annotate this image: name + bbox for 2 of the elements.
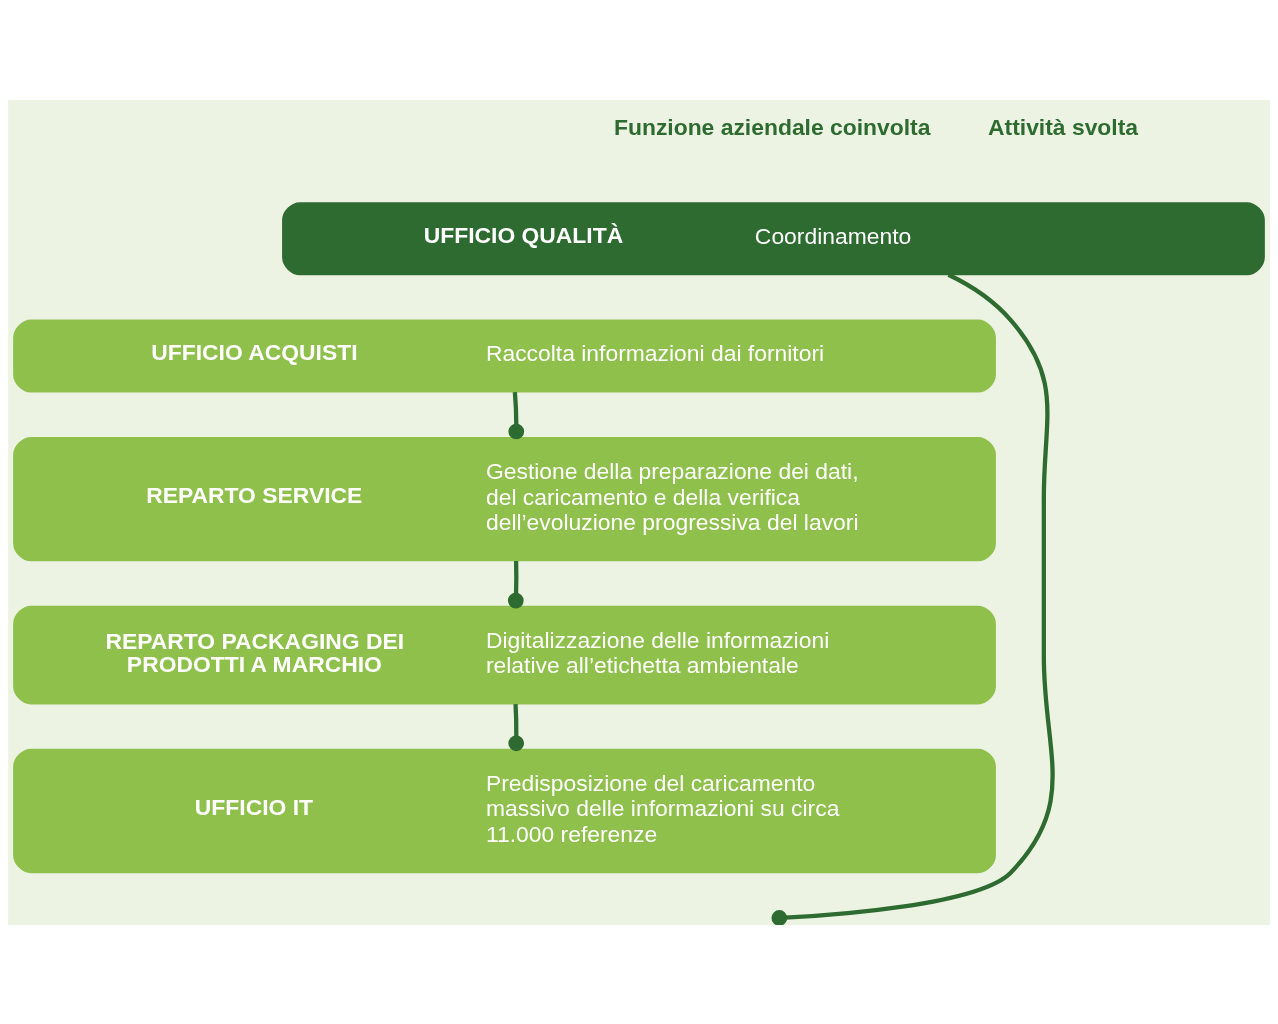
label: Attività svolta — [988, 113, 1139, 140]
label: Funzione aziendale coinvolta — [613, 113, 931, 140]
